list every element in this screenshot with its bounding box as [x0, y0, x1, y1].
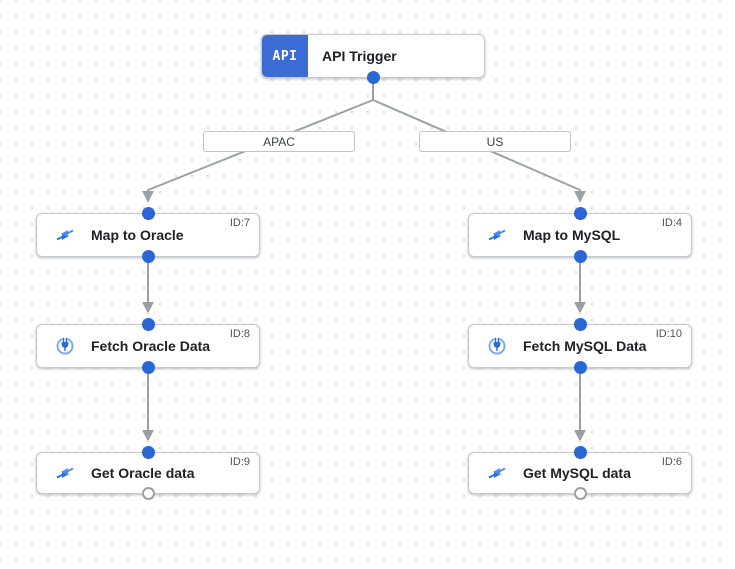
input-port[interactable] — [573, 207, 587, 220]
api-trigger-node[interactable]: API API Trigger — [261, 34, 485, 84]
data-mapping-icon — [55, 225, 75, 245]
node-title: Get Oracle data — [91, 465, 195, 481]
input-port[interactable] — [141, 207, 155, 220]
data-mapping-icon — [55, 463, 75, 483]
api-trigger-icon: API — [262, 35, 308, 77]
output-port[interactable] — [573, 250, 587, 263]
node-id-badge: ID:4 — [661, 217, 682, 229]
node-title: API Trigger — [322, 48, 397, 64]
node-id-badge: ID:10 — [655, 328, 682, 340]
task-node-get-oracle-data[interactable]: Get Oracle data ID:9 — [36, 446, 260, 500]
branch-label-us[interactable]: US — [419, 131, 571, 152]
output-port-unconnected[interactable] — [141, 487, 155, 500]
connector-icon — [487, 336, 507, 356]
output-port-unconnected[interactable] — [573, 487, 587, 500]
task-node-fetch-oracle-data[interactable]: Fetch Oracle Data ID:8 — [36, 318, 260, 374]
input-port[interactable] — [573, 318, 587, 331]
task-node-get-mysql-data[interactable]: Get MySQL data ID:6 — [468, 446, 692, 500]
output-port[interactable] — [141, 361, 155, 374]
node-title: Get MySQL data — [523, 465, 631, 481]
node-title: Map to MySQL — [523, 227, 621, 243]
node-id-badge: ID:9 — [229, 456, 250, 468]
output-port[interactable] — [141, 250, 155, 263]
task-node-fetch-mysql-data[interactable]: Fetch MySQL Data ID:10 — [468, 318, 692, 374]
node-id-badge: ID:8 — [229, 328, 250, 340]
branch-label-text: APAC — [263, 134, 295, 149]
data-mapping-icon — [487, 463, 507, 483]
input-port[interactable] — [141, 318, 155, 331]
task-node-map-to-mysql[interactable]: Map to MySQL ID:4 — [468, 207, 692, 263]
input-port[interactable] — [141, 446, 155, 459]
output-port[interactable] — [366, 71, 380, 84]
node-id-badge: ID:6 — [661, 456, 682, 468]
connector-icon — [55, 336, 75, 356]
task-node-map-to-oracle[interactable]: Map to Oracle ID:7 — [36, 207, 260, 263]
node-title: Map to Oracle — [91, 227, 184, 243]
node-title: Fetch Oracle Data — [91, 338, 211, 354]
branch-label-apac[interactable]: APAC — [203, 131, 355, 152]
node-title: Fetch MySQL Data — [523, 338, 647, 354]
branch-label-text: US — [486, 134, 504, 149]
data-mapping-icon — [487, 225, 507, 245]
node-id-badge: ID:7 — [229, 217, 250, 229]
output-port[interactable] — [573, 361, 587, 374]
input-port[interactable] — [573, 446, 587, 459]
